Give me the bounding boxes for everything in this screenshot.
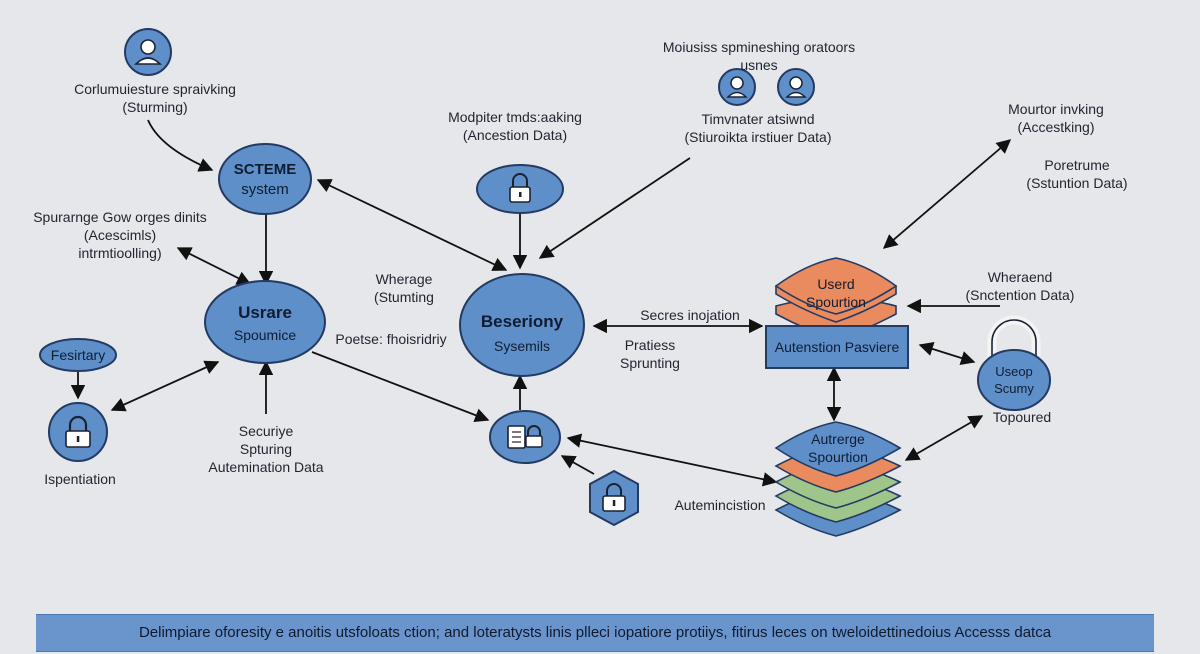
node-scteme[interactable]	[218, 143, 312, 215]
arrow-stack-topoured	[904, 415, 984, 461]
node-fesirtary[interactable]	[39, 338, 117, 372]
label-modpiter: Modpiter tmds:aaking (Ancestion Data)	[430, 108, 600, 144]
label-moiusiss-line1: Moiusiss spmineshing oratoors	[662, 39, 856, 55]
label-mourtor: Mourtor invking (Accestking)	[996, 100, 1116, 136]
label-securiye-line3: Autemination Data	[208, 459, 324, 475]
label-wheraend: Wheraend (Snctention Data)	[960, 268, 1080, 304]
node-beseriony[interactable]	[459, 273, 585, 377]
label-timvnater-line2: (Stiuroikta irstiuer Data)	[684, 129, 832, 145]
arrow-scteme-beseriony	[316, 179, 508, 271]
footer-banner: Delimpiare oforesity e anoitis utsfoloat…	[36, 614, 1154, 652]
label-wherage: Wherage (Stumting	[354, 270, 454, 306]
label-spurarnge-line3: intrmtioolling)	[78, 245, 162, 261]
label-wherage-line1: Wherage	[375, 271, 433, 287]
label-autemincistion: Autemincistion	[660, 496, 780, 514]
label-poetse-line1: Poetse: fhoisridriy	[335, 331, 447, 347]
label-poretrume: Poretrume (Sstuntion Data)	[1020, 156, 1134, 192]
arrow-lock-usrare	[110, 360, 220, 412]
label-poetse: Poetse: fhoisridriy	[326, 330, 456, 348]
label-wheraend-line2: (Snctention Data)	[965, 287, 1075, 303]
arrow-monitor	[882, 139, 1012, 249]
label-securiye-line1: Securiye	[238, 423, 294, 439]
label-moiusiss-line2: usnes	[740, 57, 778, 73]
label-spurarnge: Spurarnge Gow orges dinits (Acescimls) i…	[22, 208, 218, 262]
arrow-timvnater-to-beseriony	[538, 157, 691, 259]
label-pratiess-line1: Pratiess	[624, 337, 676, 353]
arrow-spurarnge-usrare	[176, 247, 252, 285]
label-mourtor-line1: Mourtor invking	[1008, 101, 1104, 117]
label-mourtor-line2: (Accestking)	[1017, 119, 1095, 135]
label-ispentiation-line1: Ispentiation	[44, 471, 116, 487]
label-pratiess-line2: Sprunting	[620, 355, 680, 371]
arrow-stack-useop	[918, 342, 976, 365]
user-icon	[777, 68, 815, 106]
stack-top[interactable]	[774, 257, 898, 341]
node-usrare[interactable]	[204, 280, 326, 364]
label-modpiter-line1: Modpiter tmds:aaking	[448, 109, 582, 125]
label-corlumuiesture-line2: (Sturming)	[122, 99, 188, 115]
arrow-shield-device	[560, 455, 595, 475]
label-timvnater: Timvnater atsiwnd (Stiuroikta irstiuer D…	[668, 110, 848, 146]
label-timvnater-line1: Timvnater atsiwnd	[701, 111, 815, 127]
label-spurarnge-line2: (Acescimls)	[83, 227, 157, 243]
label-wheraend-line1: Wheraend	[987, 269, 1053, 285]
lock-icon[interactable]	[48, 402, 108, 462]
user-icon	[718, 68, 756, 106]
arrow-corlumuiesture-to-scteme	[147, 119, 214, 172]
stack-box[interactable]	[765, 325, 909, 369]
connectors	[70, 119, 1012, 487]
label-ispentiation: Ispentiation	[30, 470, 130, 488]
user-icon	[124, 28, 172, 76]
label-corlumuiesture: Corlumuiesture spraivking (Sturming)	[60, 80, 250, 116]
stack-bottom[interactable]	[774, 421, 902, 537]
device-lock-icon[interactable]	[489, 410, 561, 464]
label-secres: Secres inojation	[628, 306, 752, 324]
label-pratiess: Pratiess Sprunting	[604, 336, 696, 372]
label-topoured-line1: Topoured	[992, 409, 1052, 425]
label-spurarnge-line1: Spurarnge Gow orges dinits	[33, 209, 207, 225]
label-wherage-line2: (Stumting	[374, 289, 434, 305]
label-securiye-line2: Spturing	[239, 441, 293, 457]
padlock-icon[interactable]	[977, 315, 1051, 411]
label-poretrume-line1: Poretrume	[1044, 157, 1110, 173]
arrow-device-stack	[566, 433, 778, 487]
shield-lock-icon[interactable]	[589, 469, 639, 527]
label-secres-line1: Secres inojation	[640, 307, 740, 323]
label-corlumuiesture-line1: Corlumuiesture spraivking	[74, 81, 236, 97]
label-poretrume-line2: (Sstuntion Data)	[1026, 175, 1128, 191]
label-topoured: Topoured	[978, 408, 1066, 426]
label-autemincistion-line1: Autemincistion	[674, 497, 766, 513]
lock-icon[interactable]	[476, 164, 564, 214]
arrow-usrare-to-device	[311, 351, 490, 423]
label-modpiter-line2: (Ancestion Data)	[462, 127, 568, 143]
label-moiusiss: Moiusiss spmineshing oratoors usnes	[646, 38, 872, 74]
label-securiye: Securiye Spturing Autemination Data	[196, 422, 336, 476]
